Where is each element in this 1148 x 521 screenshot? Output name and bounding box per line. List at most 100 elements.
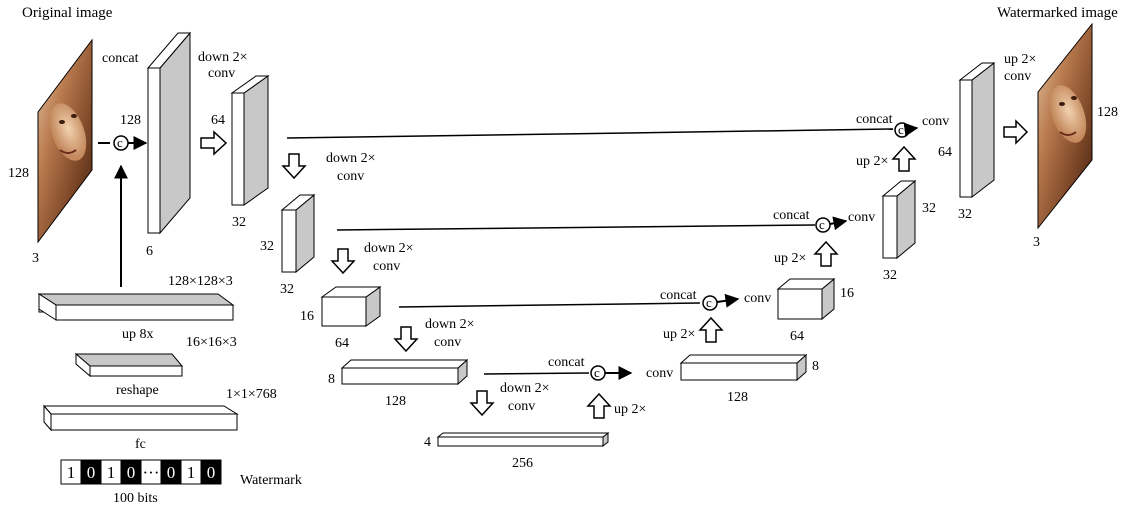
hollow-arrow-up-4 bbox=[891, 145, 917, 172]
decoder-block-16x16 bbox=[776, 277, 836, 321]
skip-connection-2 bbox=[336, 224, 816, 231]
size-label-768: 1×1×768 bbox=[226, 387, 277, 402]
hollow-arrow-up-1 bbox=[586, 392, 612, 419]
conv-label-4: conv bbox=[434, 335, 461, 350]
concat-symbol-3-c: c bbox=[819, 217, 825, 232]
conv-label-2: conv bbox=[337, 169, 364, 184]
decoder-16x16-bottom-label: 64 bbox=[790, 329, 804, 344]
watermark-label: Watermark bbox=[240, 473, 302, 488]
decoder-block-top bbox=[958, 61, 996, 199]
original-image-channels: 3 bbox=[32, 251, 39, 266]
skip-connection-3 bbox=[398, 302, 701, 308]
hollow-arrow-up-3 bbox=[813, 240, 839, 267]
decoder-block-8x8 bbox=[679, 353, 808, 382]
hollow-arrow-right-1 bbox=[200, 130, 228, 156]
fc-feature-slab bbox=[42, 404, 239, 432]
hollow-arrow-down-3 bbox=[393, 326, 419, 353]
watermark-bit-value: ··· bbox=[143, 463, 160, 482]
reshape-label: reshape bbox=[116, 383, 159, 398]
original-image-title: Original image bbox=[22, 5, 113, 21]
block-8x8-bottom-label: 128 bbox=[385, 394, 406, 409]
reshape-feature-slab bbox=[74, 352, 184, 378]
bottleneck-bottom-label: 256 bbox=[512, 456, 533, 471]
encoder-block-32x32 bbox=[280, 193, 316, 274]
bits-count-label: 100 bits bbox=[113, 491, 158, 506]
up-label-4: up 2× bbox=[856, 154, 888, 169]
down-label-4: down 2× bbox=[425, 317, 475, 332]
skip-connection-4 bbox=[483, 372, 590, 375]
original-image-height: 128 bbox=[8, 166, 29, 181]
fc-label: fc bbox=[135, 437, 146, 452]
conv-label-d5: conv bbox=[1004, 69, 1031, 84]
up-label-2: up 2× bbox=[663, 327, 695, 342]
conv-label-3: conv bbox=[373, 259, 400, 274]
watermark-bit-value: 1 bbox=[187, 463, 196, 482]
watermark-bit-value: 0 bbox=[167, 463, 176, 482]
encoder-block-8x8 bbox=[340, 358, 469, 386]
down-label-1: down 2× bbox=[198, 50, 248, 65]
arrow-concat4-to-conv bbox=[716, 293, 740, 308]
concat-label-3: concat bbox=[773, 208, 810, 223]
encoder-block-32ch-a bbox=[230, 75, 270, 206]
decoder-block-32x32 bbox=[881, 179, 917, 260]
decoder-top-bottom-label: 32 bbox=[958, 207, 972, 222]
down-label-5: down 2× bbox=[500, 381, 550, 396]
up8x-feature-slab bbox=[37, 293, 235, 321]
conv-label-d2: conv bbox=[744, 291, 771, 306]
watermark-bit-value: 1 bbox=[107, 463, 116, 482]
watermarked-image-channels: 3 bbox=[1033, 235, 1040, 250]
watermarked-image-title: Watermarked image bbox=[997, 5, 1118, 21]
watermarked-image-thumbnail bbox=[1037, 22, 1093, 230]
bottleneck-side-label: 4 bbox=[424, 435, 431, 450]
decoder-8x8-bottom-label: 128 bbox=[727, 390, 748, 405]
concat-symbol-2-c: c bbox=[898, 122, 904, 137]
watermarked-image-height: 128 bbox=[1097, 105, 1118, 120]
block-32x32-bottom-label: 32 bbox=[280, 282, 294, 297]
down-label-3: down 2× bbox=[364, 241, 414, 256]
decoder-32x32-side-label: 32 bbox=[922, 201, 936, 216]
up8x-label: up 8x bbox=[122, 327, 154, 342]
decoder-32x32-bottom-label: 32 bbox=[883, 268, 897, 283]
block-8x8-side-label: 8 bbox=[328, 372, 335, 387]
watermark-bit-value: 0 bbox=[127, 463, 136, 482]
conv-label-d1: conv bbox=[646, 366, 673, 381]
concat-dim-128: 128 bbox=[120, 113, 141, 128]
hollow-arrow-down-1 bbox=[281, 153, 307, 180]
concat-symbol-4 bbox=[702, 295, 718, 311]
decoder-top-side-label: 64 bbox=[938, 145, 952, 160]
hollow-arrow-down-4 bbox=[469, 390, 495, 417]
concat-symbol-5-c: c bbox=[594, 365, 600, 380]
watermark-bit-value: 0 bbox=[207, 463, 216, 482]
watermark-bit-value: 0 bbox=[87, 463, 96, 482]
up-label-5: up 2× bbox=[1004, 52, 1036, 67]
encoder-block-6ch bbox=[146, 31, 192, 235]
up-label-1: up 2× bbox=[614, 402, 646, 417]
size-label-128: 128×128×3 bbox=[168, 274, 233, 289]
concat-symbol-1-c: c bbox=[117, 135, 123, 150]
block-16x16-side-label: 16 bbox=[300, 309, 314, 324]
watermark-bit-value: 1 bbox=[67, 463, 76, 482]
hollow-arrow-up-2 bbox=[698, 316, 724, 343]
concat-symbol-4-c: c bbox=[706, 295, 712, 310]
concat-label-1: concat bbox=[102, 51, 139, 66]
conv-label-d4: conv bbox=[922, 114, 949, 129]
hollow-arrow-down-2 bbox=[330, 248, 356, 275]
skip-connection-1 bbox=[286, 128, 894, 139]
size-label-16: 16×16×3 bbox=[186, 335, 237, 350]
arrow-concat3-to-conv bbox=[829, 216, 848, 231]
encoder-block-16x16 bbox=[320, 286, 382, 327]
watermark-bit-cell bbox=[200, 459, 222, 485]
concat-label-5: concat bbox=[548, 355, 585, 370]
decoder-16x16-side-label: 16 bbox=[840, 286, 854, 301]
hollow-arrow-right-2 bbox=[1003, 119, 1029, 145]
bottleneck-block-4x4 bbox=[436, 431, 610, 448]
dim-64-first: 64 bbox=[211, 113, 225, 128]
up-label-3: up 2× bbox=[774, 251, 806, 266]
block-6ch-label: 6 bbox=[146, 244, 153, 259]
conv-label-d3: conv bbox=[848, 210, 875, 225]
block-32ch-a-label: 32 bbox=[232, 215, 246, 230]
original-image-thumbnail bbox=[37, 38, 93, 244]
concat-label-4: concat bbox=[660, 288, 697, 303]
block-16x16-bottom-label: 64 bbox=[335, 336, 349, 351]
